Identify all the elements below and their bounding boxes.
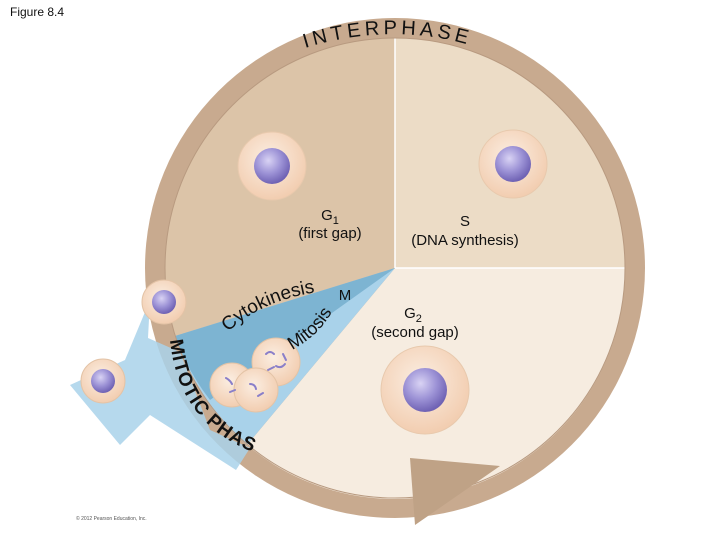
copyright-notice: © 2012 Pearson Education, Inc. [76, 516, 147, 522]
daughter-cell [80, 358, 126, 404]
figure-label: Figure 8.4 [10, 5, 65, 19]
daughter-cell [141, 279, 187, 325]
g2-symbol: G2 [404, 305, 422, 325]
inner-rim [164, 37, 626, 499]
s-description: (DNA synthesis) [411, 232, 519, 249]
s-cell [478, 129, 548, 199]
g1-cell [237, 131, 307, 201]
dividing-cell [209, 362, 279, 413]
g2-description: (second gap) [371, 324, 459, 341]
s-symbol: S [460, 213, 470, 230]
cycle-arrow-head [410, 458, 500, 525]
m-label: M [339, 287, 352, 304]
mitotic-arrow [70, 300, 250, 470]
g1-description: (first gap) [298, 225, 361, 242]
g2-cell [380, 345, 470, 435]
g1-symbol: G1 [321, 207, 339, 227]
